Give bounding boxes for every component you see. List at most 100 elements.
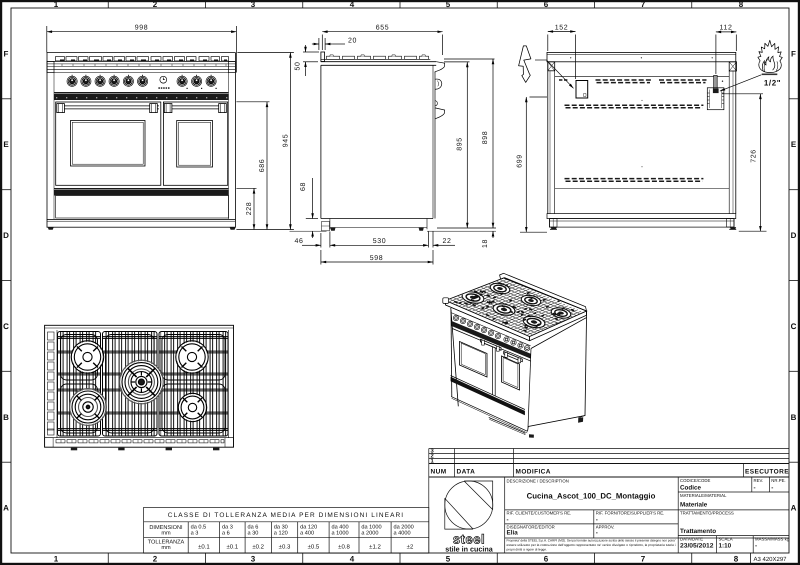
svg-text:A3 420X297: A3 420X297 <box>753 556 787 563</box>
svg-text:152: 152 <box>555 24 568 31</box>
svg-text:1/2": 1/2" <box>764 79 781 88</box>
svg-text:DESCRIZIONE / DESCRIPTION: DESCRIZIONE / DESCRIPTION <box>507 479 569 484</box>
svg-text:D: D <box>3 231 9 240</box>
svg-text:±0.8: ±0.8 <box>338 543 350 550</box>
svg-text:1:10: 1:10 <box>719 543 732 550</box>
svg-text:da 0.5: da 0.5 <box>191 523 207 530</box>
svg-text:2: 2 <box>153 0 158 9</box>
svg-text:D: D <box>791 231 797 240</box>
svg-text:±0.1: ±0.1 <box>226 543 238 550</box>
svg-text:ESECUTORE: ESECUTORE <box>745 469 789 476</box>
svg-text:F: F <box>4 49 9 58</box>
svg-text:±2: ±2 <box>407 543 414 550</box>
svg-text:699: 699 <box>516 154 523 167</box>
svg-text:530: 530 <box>373 238 386 245</box>
svg-text:da 400: da 400 <box>332 523 349 530</box>
svg-text:a 120: a 120 <box>274 531 288 537</box>
svg-text:-: - <box>596 529 598 536</box>
svg-text:7: 7 <box>641 555 646 564</box>
svg-text:da 1000: da 1000 <box>361 523 381 530</box>
svg-text:22: 22 <box>443 238 452 245</box>
svg-text:±0.5: ±0.5 <box>308 543 320 550</box>
svg-text:Materiale: Materiale <box>680 502 708 509</box>
svg-text:a 3: a 3 <box>191 531 199 537</box>
svg-text:±0.3: ±0.3 <box>279 543 291 550</box>
svg-text:6: 6 <box>544 555 549 564</box>
svg-text:Cucina_Ascot_100_DC_Montaggio: Cucina_Ascot_100_DC_Montaggio <box>527 492 656 501</box>
svg-text:da 30: da 30 <box>274 523 288 530</box>
svg-text:Proprieta' della STEEL S.p.A.: Proprieta' della STEEL S.p.A. CARPI (MO)… <box>507 539 676 543</box>
svg-text:228: 228 <box>246 202 253 215</box>
svg-text:RIF. FORNITORE/SUPPLIER'S RE.: RIF. FORNITORE/SUPPLIER'S RE. <box>596 511 665 516</box>
svg-text:DATA/DATE: DATA/DATE <box>680 537 703 542</box>
svg-text:a 6: a 6 <box>222 531 230 537</box>
svg-text:SCALA: SCALA <box>719 537 733 542</box>
svg-text:DIMENSIONI: DIMENSIONI <box>149 525 183 531</box>
svg-text:TOLLERANZA: TOLLERANZA <box>148 539 185 545</box>
svg-text:CLASSE DI TOLLERANZA MEDIA PER: CLASSE DI TOLLERANZA MEDIA PER DIMENSION… <box>168 512 404 519</box>
svg-text:CODICE/CODE: CODICE/CODE <box>680 478 710 483</box>
svg-text:20: 20 <box>348 38 357 45</box>
svg-text:essere utilizzato per la costr: essere utilizzato per la costruzione del… <box>507 543 676 547</box>
svg-text:B: B <box>3 413 9 422</box>
svg-text:a 2000: a 2000 <box>361 531 378 537</box>
svg-text:1: 1 <box>54 0 59 9</box>
svg-text:112: 112 <box>720 25 733 32</box>
svg-text:4: 4 <box>350 0 355 9</box>
svg-text:-: - <box>771 485 773 492</box>
svg-text:mm: mm <box>161 530 171 536</box>
svg-text:E: E <box>791 140 797 149</box>
svg-text:895: 895 <box>457 137 464 150</box>
svg-text:±1.2: ±1.2 <box>369 543 381 550</box>
svg-text:3: 3 <box>431 448 435 455</box>
svg-text:Trattamento: Trattamento <box>680 528 716 535</box>
svg-text:3: 3 <box>251 555 256 564</box>
svg-text:B: B <box>791 413 797 422</box>
svg-text:5: 5 <box>446 555 451 564</box>
svg-text:da 3: da 3 <box>222 523 233 530</box>
svg-text:686: 686 <box>259 159 266 172</box>
svg-text:A: A <box>3 504 9 513</box>
svg-text:NUM: NUM <box>431 469 447 476</box>
svg-text:23/05/2012: 23/05/2012 <box>680 543 714 550</box>
svg-text:5: 5 <box>446 0 451 9</box>
svg-text:mm: mm <box>161 545 171 551</box>
svg-text:-: - <box>507 517 509 524</box>
svg-text:3: 3 <box>251 0 256 9</box>
svg-text:-: - <box>754 485 756 492</box>
svg-text:TRATTAMENTO/PROCESS: TRATTAMENTO/PROCESS <box>680 511 734 516</box>
svg-text:MATERIALE/MATERIAL: MATERIALE/MATERIAL <box>680 493 727 498</box>
svg-text:-: - <box>596 517 598 524</box>
svg-text:da 120: da 120 <box>300 523 317 530</box>
svg-text:MASSA/MASS kg: MASSA/MASS kg <box>755 537 790 542</box>
svg-text:APPROV.: APPROV. <box>596 524 615 529</box>
svg-text:DISEGNATORE/EDITOR: DISEGNATORE/EDITOR <box>507 524 555 529</box>
svg-text:Elia: Elia <box>507 529 519 536</box>
svg-text:F: F <box>791 49 796 58</box>
svg-text:Codice: Codice <box>680 485 701 492</box>
svg-text:945: 945 <box>283 134 290 147</box>
svg-text:±0.2: ±0.2 <box>252 543 264 550</box>
svg-text:E: E <box>3 140 9 149</box>
svg-text:MODIFICA: MODIFICA <box>516 469 551 476</box>
svg-text:RIF. CLIENTE/CUSTOMER'S RE.: RIF. CLIENTE/CUSTOMER'S RE. <box>507 511 572 516</box>
svg-text:998: 998 <box>135 25 148 32</box>
svg-text:a 400: a 400 <box>300 531 314 537</box>
svg-text:68: 68 <box>300 182 307 191</box>
svg-text:propri diritti a rigore di leg: propri diritti a rigore di legge. <box>507 547 548 551</box>
svg-text:1: 1 <box>54 555 59 564</box>
svg-text:±0.1: ±0.1 <box>198 543 210 550</box>
svg-text:-: - <box>755 543 757 550</box>
svg-text:DATA: DATA <box>457 469 476 476</box>
svg-text:726: 726 <box>751 149 758 162</box>
svg-text:46: 46 <box>295 238 304 245</box>
svg-text:50: 50 <box>295 62 302 71</box>
svg-text:18: 18 <box>482 239 489 248</box>
svg-text:898: 898 <box>482 131 489 144</box>
svg-text:1: 1 <box>431 459 435 465</box>
svg-text:REV.: REV. <box>754 478 764 483</box>
svg-text:steel: steel <box>453 532 485 547</box>
svg-text:7: 7 <box>641 0 646 9</box>
svg-text:8: 8 <box>734 555 739 564</box>
svg-text:da 6: da 6 <box>248 523 259 530</box>
